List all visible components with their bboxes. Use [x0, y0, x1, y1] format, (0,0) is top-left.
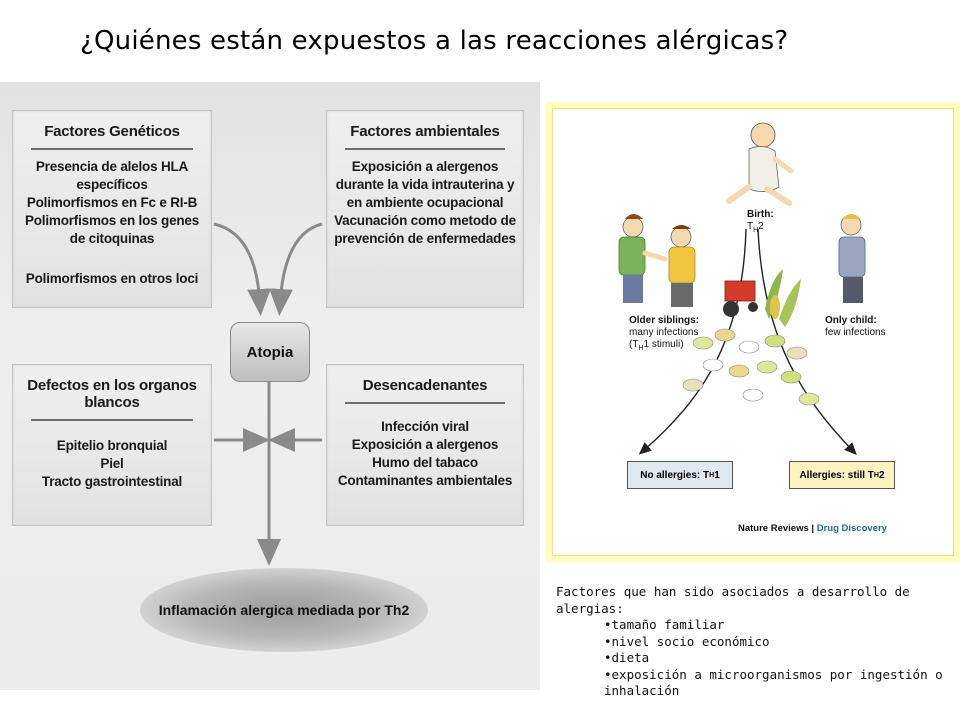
environmental-item: prevención de enfermedades — [334, 231, 516, 246]
genetic-item: Presencia de alelos HLA específicos — [35, 159, 189, 192]
environmental-factors-heading: Factores ambientales — [350, 123, 500, 140]
divider — [345, 148, 505, 150]
trigger-item: Infección viral — [381, 419, 469, 434]
environmental-item: Vacunación como metodo de — [334, 213, 516, 228]
caption-item: dieta — [604, 650, 956, 667]
atopia-node: Atopia — [230, 322, 310, 382]
corn-plants-illustration — [765, 269, 801, 327]
triggers-box: Desencadenantes Infección viral Exposici… — [326, 364, 524, 526]
hygiene-hypothesis-figure: Birth: TH2 Older siblings: many infectio… — [546, 102, 960, 562]
tractor-illustration — [723, 280, 758, 317]
environmental-factors-box: Factores ambientales Exposición a alerge… — [326, 110, 524, 308]
caption-list: tamaño familiar nivel socio económico di… — [556, 617, 956, 700]
divider — [31, 148, 193, 150]
environmental-item: durante la vida intrauterina y — [335, 177, 515, 192]
genetic-item: Polimorfismos en Fc e RI-B — [26, 195, 198, 210]
inflammation-outcome: Inflamación alergica mediada por Th2 — [140, 568, 428, 652]
figure-panel: Birth: TH2 Older siblings: many infectio… — [552, 108, 954, 556]
caption-item: exposición a microorganismos por ingesti… — [604, 667, 956, 700]
atopy-diagram: Factores Genéticos Presencia de alelos H… — [0, 82, 540, 690]
only-child-label: Only child: few infections — [825, 315, 886, 338]
genetic-item: de citoquinas — [69, 231, 155, 246]
older-siblings-illustration — [618, 214, 696, 307]
organ-item: Epitelio bronquial — [56, 438, 168, 453]
target-organ-defects-box: Defectos en los organos blancos Epitelio… — [12, 364, 212, 526]
trigger-item: Exposición a alergenos — [351, 437, 499, 452]
organ-item: Piel — [100, 456, 124, 471]
divider — [31, 419, 193, 421]
divider — [345, 402, 505, 404]
factors-caption: Factores que han sido asociados a desarr… — [556, 584, 956, 700]
genetic-factors-box: Factores Genéticos Presencia de alelos H… — [12, 110, 212, 308]
path-to-allergies — [757, 228, 857, 456]
organ-item: Tracto gastrointestinal — [41, 474, 183, 489]
triggers-heading: Desencadenantes — [362, 377, 488, 394]
arrow-environment-to-atopia — [268, 222, 323, 316]
figure-source: Nature Reviews | Drug Discovery — [738, 523, 887, 534]
page-title: ¿Quiénes están expuestos a las reaccione… — [80, 26, 789, 56]
caption-item: tamaño familiar — [604, 617, 956, 634]
target-organ-defects-heading: Defectos en los organos blancos — [27, 377, 197, 411]
trigger-item: Humo del tabaco — [372, 455, 478, 470]
baby-illustration — [726, 122, 794, 206]
figure-illustration — [618, 122, 866, 456]
birth-label: Birth: TH2 — [747, 209, 774, 234]
arrow-genetic-to-atopia — [213, 222, 272, 316]
genetic-item: Polimorfismos en otros loci — [25, 271, 199, 286]
caption-intro: Factores que han sido asociados a desarr… — [556, 584, 910, 616]
older-siblings-label: Older siblings: many infections (TH1 sti… — [629, 315, 700, 352]
pills-illustration — [682, 328, 820, 406]
genetic-factors-heading: Factores Genéticos — [44, 123, 180, 140]
environmental-item: Exposición a alergenos — [351, 159, 499, 174]
diagram-arrows — [213, 222, 323, 566]
genetic-item: Polimorfismos en los genes — [24, 213, 200, 228]
trigger-item: Contaminantes ambientales — [337, 473, 513, 488]
caption-item: nivel socio económico — [604, 634, 956, 651]
environmental-item: en ambiente ocupacional — [346, 195, 504, 210]
only-child-illustration — [838, 214, 866, 303]
